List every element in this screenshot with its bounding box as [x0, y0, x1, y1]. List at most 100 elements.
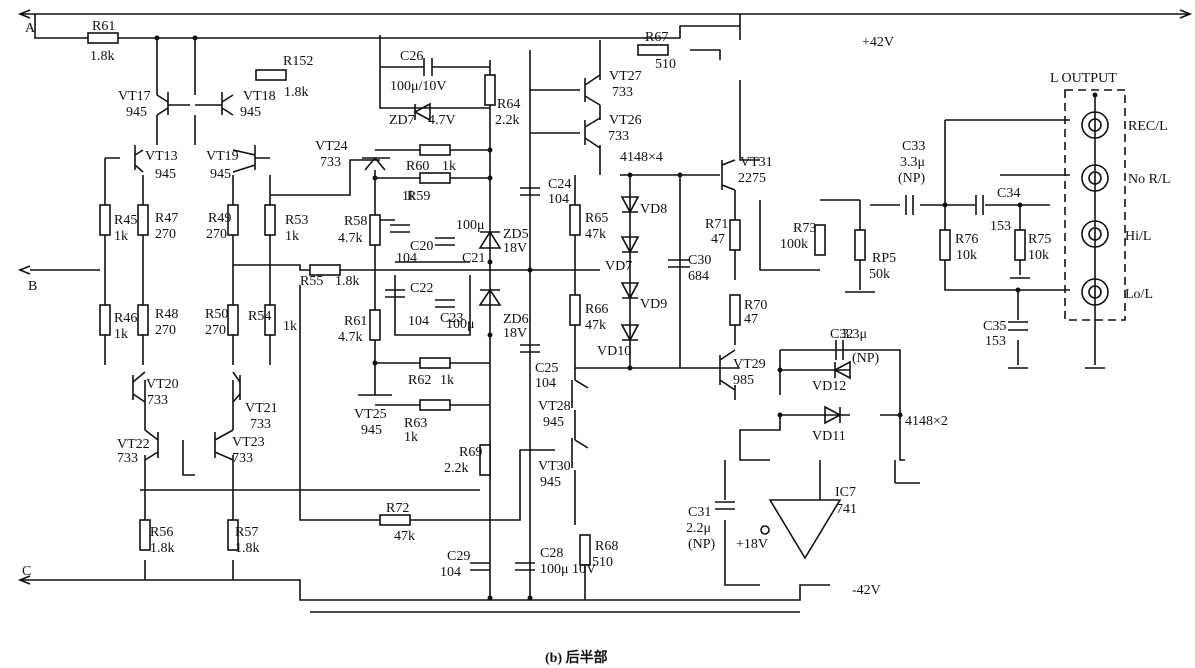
- label-c20-value: 104: [396, 251, 417, 266]
- resistor-r57: [227, 519, 239, 551]
- diodes: [413, 102, 851, 425]
- transistor-vt27: [584, 74, 601, 106]
- label-r61a-value: 1.8k: [90, 49, 115, 64]
- label-r61a-name: R61: [92, 19, 115, 34]
- resistor-rp5: [854, 229, 866, 261]
- label-r75-name: R75: [1028, 232, 1051, 247]
- ground-icons: [845, 277, 1105, 484]
- label-r47-name: R47: [155, 211, 178, 226]
- label-c24-value: 104: [548, 192, 569, 207]
- label-r72-name: R72: [386, 501, 409, 516]
- label-r67-value: 510: [655, 57, 676, 72]
- resistor-r48: [137, 304, 149, 336]
- output-box: [1064, 89, 1126, 321]
- label-v18-value: +18V: [736, 537, 768, 552]
- label-c31-value: 2.2μ: [686, 521, 711, 536]
- label-vd8-name: VD8: [640, 202, 667, 217]
- label-r55-name: R55: [300, 274, 323, 289]
- capacitor-c33: [905, 195, 914, 215]
- label-r61b-value: 4.7k: [338, 330, 363, 345]
- label-r60-value: 1k: [442, 159, 456, 174]
- label-vt18-name: VT18: [243, 89, 276, 104]
- transistor-vt17: [156, 92, 190, 116]
- label-r59-value: 1k: [402, 189, 416, 204]
- label-r66-value: 47k: [585, 318, 606, 333]
- label-r71-value: 47: [711, 232, 725, 247]
- label-r70-name: R70: [744, 298, 767, 313]
- label-c35-value: 153: [985, 334, 1006, 349]
- transistor-vt22: [144, 429, 159, 461]
- label-c25-value: 104: [535, 376, 556, 391]
- rail-label-vneg: -42V: [852, 583, 881, 598]
- jack-label-norec: No R/L: [1128, 172, 1170, 187]
- label-zd7-name: ZD7: [389, 113, 415, 128]
- label-d4148x2-value: 4148×2: [905, 414, 948, 429]
- label-vt24-name: VT24: [315, 139, 348, 154]
- diode-vd8: [620, 196, 640, 214]
- transistor-vt18: [195, 92, 234, 116]
- zener-zd7: [413, 102, 431, 122]
- label-zd5-value: 18V: [503, 241, 527, 256]
- label-r57-value: 1.8k: [235, 541, 260, 556]
- label-vt26-value: 733: [608, 129, 629, 144]
- label-r68-name: R68: [595, 539, 618, 554]
- diode-vd7: [620, 236, 640, 254]
- label-c21-value: 100μ: [456, 218, 485, 233]
- label-vt23-name: VT23: [232, 435, 265, 450]
- opamp-ic7: [768, 499, 842, 560]
- label-vt27-value: 733: [612, 85, 633, 100]
- label-vt31-name: VT31: [740, 155, 773, 170]
- label-zd6-value: 18V: [503, 326, 527, 341]
- label-vt19-value: 945: [210, 167, 231, 182]
- label-vd9-name: VD9: [640, 297, 667, 312]
- label-r66-name: R66: [585, 302, 608, 317]
- label-r55-value: 1.8k: [335, 274, 360, 289]
- rail-label-vpos: +42V: [862, 35, 894, 50]
- resistor-r59: [419, 172, 451, 184]
- label-vt21-name: VT21: [245, 401, 278, 416]
- transistor-vt29: [719, 349, 736, 391]
- label-c29-value: 104: [440, 565, 461, 580]
- label-vt30-name: VT30: [538, 459, 571, 474]
- label-vt24-value: 733: [320, 155, 341, 170]
- resistor-r70: [729, 294, 741, 326]
- resistor-r50: [227, 304, 239, 336]
- label-vt27-name: VT27: [609, 69, 642, 84]
- capacitor-c24: [520, 187, 540, 196]
- label-r54-value: 1k: [283, 319, 297, 334]
- label-rp5-name: RP5: [872, 251, 896, 266]
- label-vt18-value: 945: [240, 105, 261, 120]
- jack-label-lo: Lo/L: [1125, 287, 1153, 302]
- junction-dots: [154, 35, 1098, 601]
- label-vt22-name: VT22: [117, 437, 150, 452]
- capacitor-c22: [385, 289, 405, 298]
- label-r72-value: 47k: [394, 529, 415, 544]
- resistor-r66: [569, 294, 581, 326]
- label-c32np-value: (NP): [852, 351, 880, 366]
- label-c23-name: C23: [440, 311, 463, 326]
- label-r50-value: 270: [205, 323, 226, 338]
- label-r47-value: 270: [155, 227, 176, 242]
- capacitors: [380, 58, 1028, 571]
- label-vt22-value: 733: [117, 451, 138, 466]
- label-c33-name: C33: [902, 139, 925, 154]
- resistor-r47: [137, 204, 149, 236]
- label-c32-value: 3.3μ: [842, 327, 867, 342]
- label-r58-name: R58: [344, 214, 367, 229]
- capacitor-c28: [515, 562, 535, 571]
- label-vt28-name: VT28: [538, 399, 571, 414]
- label-c20-name: C20: [410, 239, 433, 254]
- label-c30-name: C30: [688, 253, 711, 268]
- label-r54-name: R54: [248, 309, 271, 324]
- capacitor-c35: [1008, 321, 1028, 331]
- resistor-r61a: [87, 32, 119, 44]
- label-vt19-name: VT19: [206, 149, 239, 164]
- rail-label-c: C: [22, 564, 31, 579]
- label-r62-value: 1k: [440, 373, 454, 388]
- label-vt21-value: 733: [250, 417, 271, 432]
- label-c23-value: 100μ: [446, 317, 475, 332]
- label-vt13-value: 945: [155, 167, 176, 182]
- label-vt20-value: 733: [147, 393, 168, 408]
